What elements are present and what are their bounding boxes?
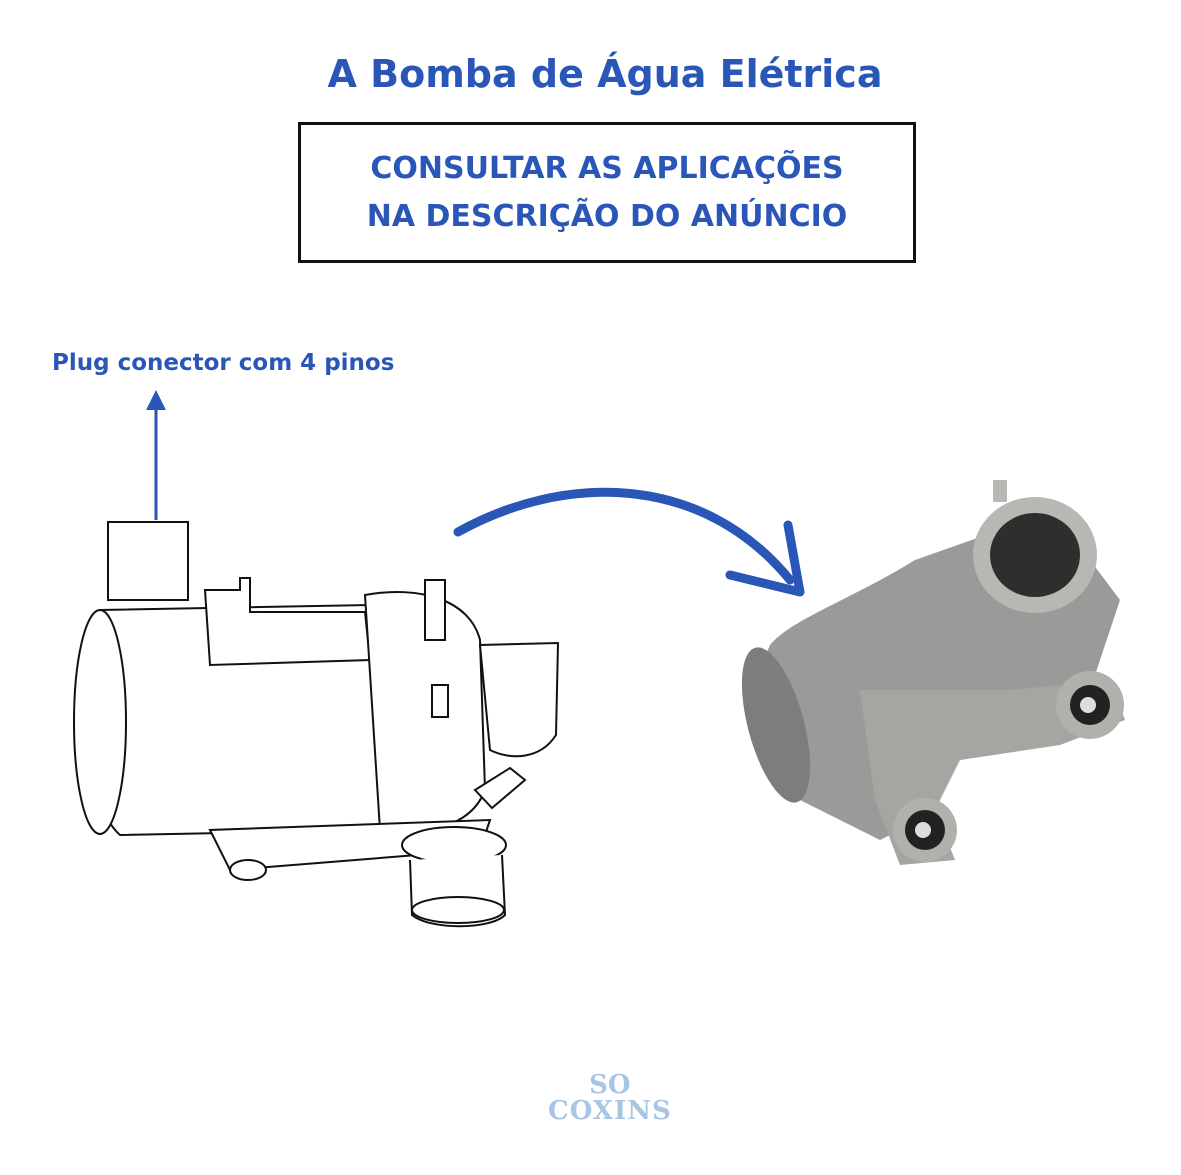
curved-arrow	[453, 487, 805, 597]
page-title: A Bomba de Água Elétrica	[327, 52, 883, 96]
notice-line-2: NA DESCRIÇÃO DO ANÚNCIO	[366, 199, 848, 234]
logo-line-1: SO	[589, 1070, 631, 1100]
pump-photo	[741, 480, 1125, 865]
callout-arrow	[146, 390, 166, 520]
pump-line-drawing	[73, 521, 560, 928]
notice-box: CONSULTAR AS APLICAÇÕES NA DESCRIÇÃO DO …	[298, 122, 916, 263]
notice-line-1: CONSULTAR AS APLICAÇÕES	[370, 151, 844, 186]
logo-line-2: COXINS	[548, 1096, 672, 1126]
connector-callout: Plug conector com 4 pinos	[52, 350, 395, 376]
brand-logo: SO COXINS	[548, 1072, 672, 1124]
